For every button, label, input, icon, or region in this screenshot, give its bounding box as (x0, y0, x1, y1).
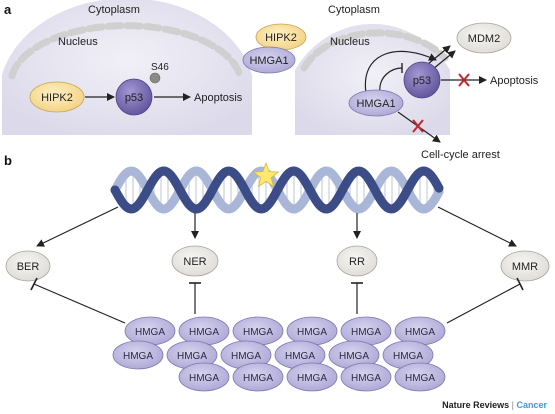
p53-node: p53 (115, 78, 153, 116)
journal-name: Cancer (516, 400, 547, 410)
apoptosis-right-label: Apoptosis (490, 75, 539, 87)
pathway-rr-label: RR (349, 256, 365, 268)
dna-to-mmr-arrow (437, 206, 517, 247)
pathway-mmr: MMR (500, 250, 550, 282)
hmga-protein: HMGA (124, 316, 176, 346)
hmga-label: HMGA (189, 327, 219, 338)
pathway-ner: NER (171, 245, 219, 277)
dna-damage-star-icon (252, 161, 280, 188)
pathway-mmr-label: MMR (512, 261, 538, 273)
hmga-protein: HMGA (340, 362, 392, 392)
hmga1-feedback-arrow (364, 50, 437, 94)
hmga-protein: HMGA (340, 316, 392, 346)
s46-label: S46 (151, 62, 169, 73)
hmga-protein: HMGA (232, 362, 284, 392)
cytoplasm-label-right: Cytoplasm (328, 4, 380, 16)
p53-to-mdm2-arrow-2 (432, 50, 456, 70)
p53-right-node: p53 (403, 61, 441, 99)
journal-credit: Nature Reviews | Cancer (442, 400, 547, 410)
apoptosis-block-x (458, 73, 470, 87)
hmga-label: HMGA (339, 351, 369, 362)
hipk2-node: HIPK2 (29, 81, 85, 113)
hipk2-cytoplasm-node: HIPK2 (255, 23, 307, 51)
hmga-label: HMGA (189, 373, 219, 384)
cell-cycle-block-x (412, 119, 424, 133)
inhibit-to-mmr (446, 277, 524, 324)
hmga-label: HMGA (123, 351, 153, 362)
pathway-ber-label: BER (17, 261, 40, 273)
hmga-label: HMGA (405, 327, 435, 338)
apoptosis-label: Apoptosis (194, 92, 243, 104)
cell-cycle-arrest-label: Cell-cycle arrest (421, 149, 500, 161)
hmga-protein: HMGA (394, 316, 446, 346)
pathway-rr: RR (336, 245, 378, 277)
pathway-ber: BER (5, 250, 51, 282)
nucleus-region (2, 0, 252, 135)
hmga-label: HMGA (297, 373, 327, 384)
hmga1-nucleus-node: HMGA1 (348, 89, 404, 117)
panel-b-letter: b (4, 153, 12, 168)
hmga1-bottom-label: HMGA1 (356, 98, 395, 110)
hmga-protein: HMGA (166, 340, 218, 370)
hipk2-label: HIPK2 (41, 92, 73, 104)
inhibit-to-rr (351, 282, 363, 314)
hmga-protein: HMGA (286, 316, 338, 346)
hmga-label: HMGA (135, 327, 165, 338)
panel-a-left: Cytoplasm Nucleus HIPK2 p53 S46 Apoptosi… (2, 0, 252, 135)
publisher-name: Nature Reviews (442, 400, 510, 410)
hmga-protein: HMGA (232, 316, 284, 346)
mdm2-node: MDM2 (456, 22, 512, 54)
nucleus-label-right: Nucleus (330, 36, 370, 48)
mdm2-label: MDM2 (468, 33, 500, 45)
inhibit-to-ner (189, 282, 201, 314)
hmga-label: HMGA (351, 373, 381, 384)
dna-strand-dark (110, 166, 444, 214)
p53-right-label: p53 (413, 75, 431, 87)
hmga1-top-label: HMGA1 (249, 55, 288, 67)
nuclear-membrane-right (300, 29, 449, 72)
hmga-protein: HMGA (286, 362, 338, 392)
phospho-site-dot (149, 72, 161, 84)
p53-to-mdm2-arrow-1 (427, 45, 451, 65)
dna-to-ber-arrow (36, 206, 119, 247)
panel-a-letter: a (4, 2, 12, 17)
hmga-label: HMGA (285, 351, 315, 362)
hmga-label: HMGA (243, 373, 273, 384)
dna-double-helix (110, 166, 444, 214)
nuclear-membrane (8, 22, 244, 80)
hmga-protein: HMGA (178, 362, 230, 392)
hmga-label: HMGA (231, 351, 261, 362)
nucleus-label: Nucleus (58, 36, 98, 48)
hmga-label: HMGA (351, 327, 381, 338)
hipk2-right-label: HIPK2 (265, 32, 297, 44)
cytoplasm-label: Cytoplasm (88, 4, 140, 16)
hmga-protein: HMGA (394, 362, 446, 392)
hmga1-cytoplasm-node: HMGA1 (242, 46, 296, 74)
hmga-label: HMGA (243, 327, 273, 338)
credit-separator: | (511, 400, 514, 410)
hmga-protein-cluster: HMGA HMGA HMGA HMGA HMGA HMGA HMGA HMGA HMGA HMGA… (112, 316, 446, 392)
panel-a-right: Cytoplasm Nucleus HIPK2 HMGA1 MDM2 p53 (242, 4, 539, 161)
hmga-label: HMGA (393, 351, 423, 362)
pathway-ner-label: NER (183, 256, 206, 268)
hmga-protein: HMGA (112, 340, 164, 370)
hmga-label: HMGA (177, 351, 207, 362)
p53-label: p53 (125, 92, 143, 104)
hmga-label: HMGA (297, 327, 327, 338)
hmga1-inhibit-curve (379, 67, 403, 94)
hmga-protein: HMGA (178, 316, 230, 346)
inhibit-to-ber (30, 277, 126, 324)
hmga-label: HMGA (405, 373, 435, 384)
